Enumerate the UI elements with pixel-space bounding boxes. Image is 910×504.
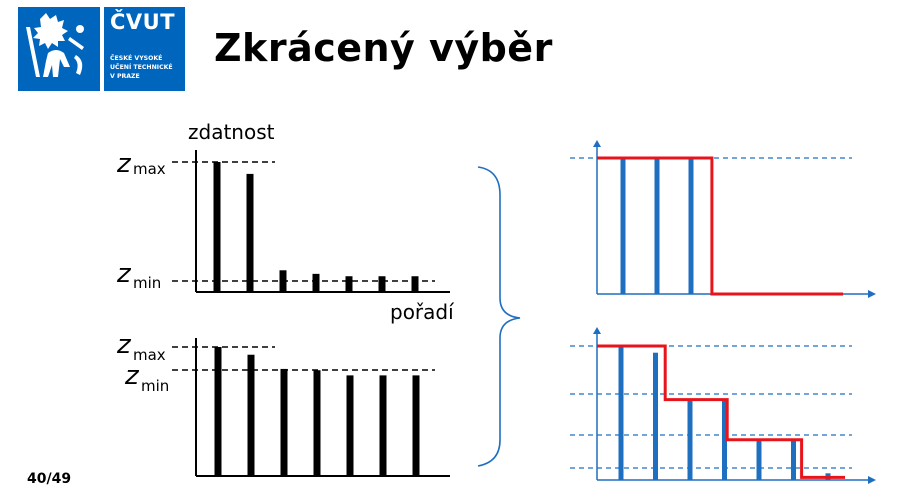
ref-label-z: z — [124, 361, 140, 391]
bar — [214, 347, 222, 476]
x-axis-arrow-icon — [868, 290, 876, 298]
ref-label-z: z — [116, 330, 132, 360]
chart-bottom-right — [570, 327, 876, 484]
bar — [411, 276, 419, 292]
brace-icon — [477, 166, 521, 467]
lion-emblem-icon — [18, 7, 100, 91]
bar — [246, 173, 254, 292]
threshold-step-line — [597, 344, 845, 479]
bar — [313, 370, 321, 476]
y-axis-label: zdatnost — [188, 120, 275, 144]
x-axis-label: pořadí — [390, 300, 455, 324]
logo-sub-line-2: UČENÍ TECHNICKÉ — [110, 64, 173, 71]
y-axis-arrow-icon — [593, 140, 601, 147]
bar — [346, 375, 354, 476]
ref-label-z: z — [116, 149, 132, 179]
chart-bottom-left: z max z min — [116, 330, 450, 477]
reference-line-group — [172, 161, 435, 282]
logo-sub-line-1: ČESKÉ VYSOKÉ — [110, 55, 163, 62]
ref-label-sub: max — [133, 346, 166, 364]
y-axis-arrow-icon — [593, 327, 601, 334]
bar-group — [213, 162, 419, 292]
bar-group — [618, 346, 831, 480]
bar — [213, 162, 221, 292]
chart-top-left: zdatnost pořadí z max z min — [116, 120, 455, 324]
chart-top-right — [570, 140, 876, 298]
bar — [312, 273, 320, 292]
bar — [756, 439, 762, 480]
logo-wordmark: ČVUT ČESKÉ VYSOKÉ UČENÍ TECHNICKÉ V PRAZ… — [104, 7, 185, 91]
ref-label-sub: min — [141, 377, 169, 395]
page-title: Zkrácený výběr — [214, 26, 553, 70]
bar — [247, 354, 255, 476]
bar — [688, 158, 694, 294]
bar — [620, 158, 626, 294]
reference-line-group — [172, 346, 435, 371]
bar — [791, 439, 796, 480]
cvut-logo: ČVUT ČESKÉ VYSOKÉ UČENÍ TECHNICKÉ V PRAZ… — [18, 7, 185, 91]
bar — [653, 352, 658, 480]
bar — [722, 399, 727, 480]
page-number: 40/49 — [27, 471, 72, 487]
bar — [378, 276, 386, 292]
bar — [687, 399, 693, 480]
bar — [280, 368, 288, 476]
bar-group — [620, 158, 694, 294]
level-line-group — [570, 345, 852, 469]
bar — [379, 375, 387, 476]
ref-label-z: z — [116, 259, 132, 289]
bar — [618, 346, 624, 480]
threshold-step-line — [597, 156, 843, 296]
logo-sub-line-3: V PRAZE — [110, 73, 140, 80]
logo-name: ČVUT — [110, 10, 176, 34]
bar — [654, 158, 660, 294]
bar — [345, 276, 353, 292]
ref-label-sub: min — [133, 274, 161, 292]
x-axis-arrow-icon — [868, 476, 876, 484]
bar-group — [214, 347, 420, 476]
ref-label-sub: max — [133, 160, 166, 178]
bar — [412, 375, 420, 476]
